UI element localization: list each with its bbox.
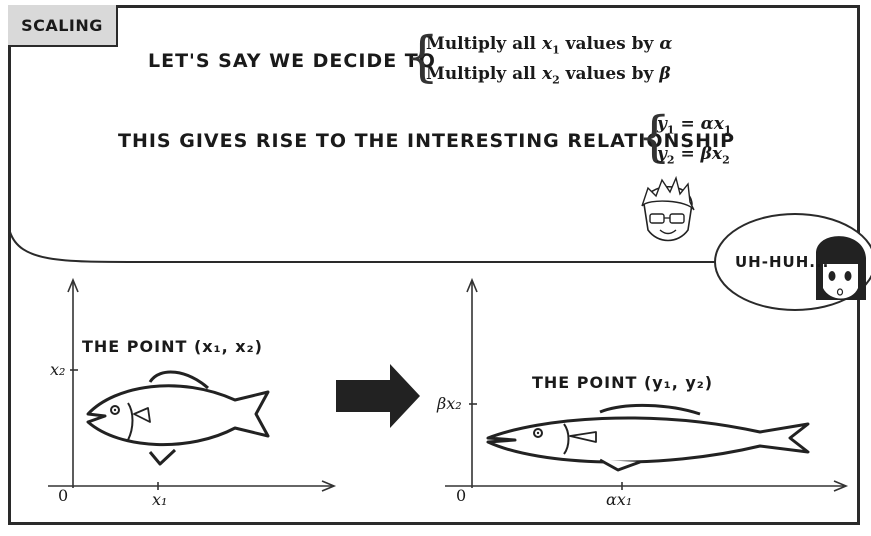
fish-scaled-icon [486, 403, 810, 472]
relationship-text: THIS GIVES RISE TO THE INTERESTING RELAT… [118, 130, 735, 152]
fish-original-icon [86, 370, 270, 466]
left-origin: 0 [58, 486, 69, 505]
left-x-tick: x₁ [152, 490, 168, 509]
rule-1: Multiply all x1 values by α [426, 34, 673, 57]
rules-brace: { [405, 25, 440, 88]
speech-bubble-text: UH-HUH... [735, 253, 830, 271]
left-y-tick: x₂ [50, 360, 66, 379]
right-x-tick: αx₁ [606, 490, 633, 509]
right-y-tick: βx₂ [437, 394, 462, 413]
boy-face-icon [641, 175, 695, 242]
equation-1: y1 = αx1 [657, 114, 732, 137]
right-point-label: THE POINT (y₁, y₂) [532, 373, 714, 392]
rule-2: Multiply all x2 values by β [426, 64, 671, 87]
intro-text: LET'S SAY WE DECIDE TO [148, 50, 436, 72]
section-tag: SCALING [8, 5, 118, 47]
equations-brace: { [637, 105, 672, 168]
transform-arrow [336, 364, 420, 428]
right-origin: 0 [456, 486, 467, 505]
left-point-label: THE POINT (x₁, x₂) [82, 337, 263, 356]
girl-face-icon [816, 236, 866, 300]
equation-2: y2 = βx2 [657, 144, 730, 167]
right-axes [445, 277, 849, 492]
left-axes [48, 277, 337, 492]
divider-curve [9, 231, 715, 263]
